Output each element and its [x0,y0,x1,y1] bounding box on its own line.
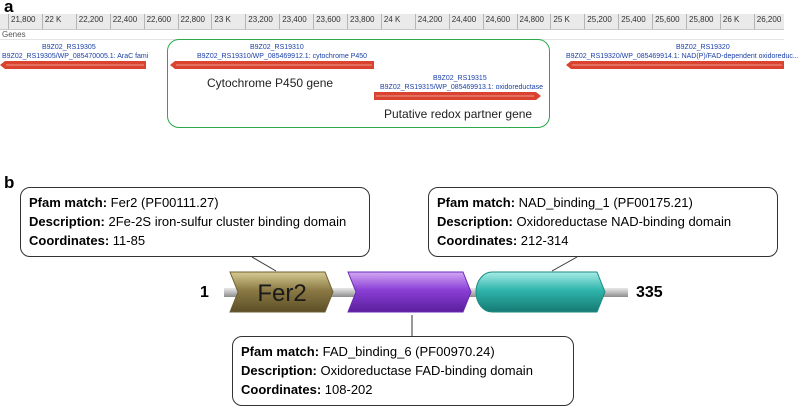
ruler-tick [753,14,755,29]
gene-arrow-rs19305[interactable] [0,61,150,69]
ruler-tick-label: 24,800 [519,15,544,24]
panel-a-label: a [4,0,14,16]
ruler-tick [177,14,179,29]
fer2-info-box: Pfam match: Fer2 (PF00111.27) Descriptio… [20,187,370,257]
ruler-tick [8,14,9,29]
ruler-tick [75,14,77,29]
fer2-domain-label: Fer2 [257,280,306,307]
ruler-tick-label: 23,400 [282,15,307,24]
gene-name-rs19320: B9Z02_RS19320 [676,44,730,51]
ruler-tick [41,14,43,29]
p450-gene-callout: Cytochrome P450 gene [207,76,334,90]
gene-desc-rs19305: B9Z02_RS19305/WP_085470005.1: AraC fami [2,53,149,60]
ruler-tick [550,14,552,29]
ruler-tick-label: 24,200 [417,15,443,24]
ruler-tick-label: 23,800 [350,15,375,24]
fad-binding-domain[interactable] [347,271,472,313]
ruler-tick-label: 25,400 [621,15,646,24]
ruler-tick-label: 22,200 [78,15,104,24]
fer2-domain[interactable] [229,271,334,313]
gene-name-rs19305: B9Z02_RS19305 [42,44,96,51]
ruler-tick [380,14,382,29]
ruler-tick-label: 23 K [214,15,231,24]
ruler-tick [313,14,315,29]
ruler-tick-label: 24,400 [451,15,477,24]
panel-b-label: b [4,173,15,192]
nad-leader-line [551,256,578,272]
ruler-tick-label: 22,800 [180,15,205,24]
gene-name-rs19315: B9Z02_RS19315 [433,75,487,82]
ruler-tick [109,14,111,29]
ruler-tick-label: 22 K [44,15,62,24]
ruler-tick [482,14,484,29]
ruler-tick-label: 25,200 [587,15,612,24]
ruler-tick [414,14,416,29]
gene-cluster-highlight [167,39,550,128]
gene-desc-rs19320: B9Z02_RS19320/WP_085469914.1: NAD(P)/FAD… [566,53,799,60]
ruler-tick-label: 23,200 [248,15,273,24]
ruler-tick [584,14,586,29]
ruler-tick [245,14,247,29]
gene-arrow-rs19320[interactable] [566,61,784,69]
domain-architecture: Fer2 [224,256,628,336]
ruler-tick-label: 26 K [722,15,740,24]
gene-name-rs19310: B9Z02_RS19310 [250,44,304,51]
genome-ruler: 21,800 22 K 22,200 22,400 22,600 22,800 23 K 23… [0,14,784,30]
ruler-tick-label: 25,600 [655,15,680,24]
nad-binding-info-box: Pfam match: NAD_binding_1 (PF00175.21) D… [428,187,778,257]
gene-arrow-rs19310[interactable] [170,61,376,69]
ruler-tick-label: 24,600 [485,15,511,24]
ruler-tick [347,14,348,29]
sequence-end-label: 335 [636,284,663,301]
ruler-tick [719,14,721,29]
ruler-tick-label: 24 K [383,15,401,24]
ruler-tick-label: 23,600 [316,15,341,24]
ruler-tick [143,14,145,29]
ruler-tick [279,14,281,29]
ruler-tick-label: 22,400 [112,15,138,24]
fad-binding-info-box: Pfam match: FAD_binding_6 (PF00970.24) D… [232,336,574,406]
gene-desc-rs19315: B9Z02_RS19315/WP_085469913.1: oxidoreduc… [380,84,544,91]
nad-binding-domain[interactable] [475,271,606,313]
ruler-tick-label: 26,200 [756,15,782,24]
ruler-tick-label: 22,600 [146,15,172,24]
sequence-start-label: 1 [200,284,209,301]
fer2-leader-line [251,256,277,272]
ruler-tick-label: 25,800 [689,15,714,24]
ruler-tick [652,14,654,29]
ruler-tick [618,14,620,29]
ruler-tick [211,14,213,29]
ruler-tick [686,14,687,29]
ruler-tick [516,14,518,29]
ruler-tick [448,14,450,29]
genes-track-label: Genes [2,30,26,39]
gene-desc-rs19310: B9Z02_RS19310/WP_085469912.1: cytochrome… [197,53,368,60]
ruler-tick-label: 25 K [553,15,570,24]
redox-partner-callout: Putative redox partner gene [384,107,533,121]
ruler-tick-label: 21,800 [11,15,36,24]
gene-arrow-rs19315[interactable] [374,92,542,100]
